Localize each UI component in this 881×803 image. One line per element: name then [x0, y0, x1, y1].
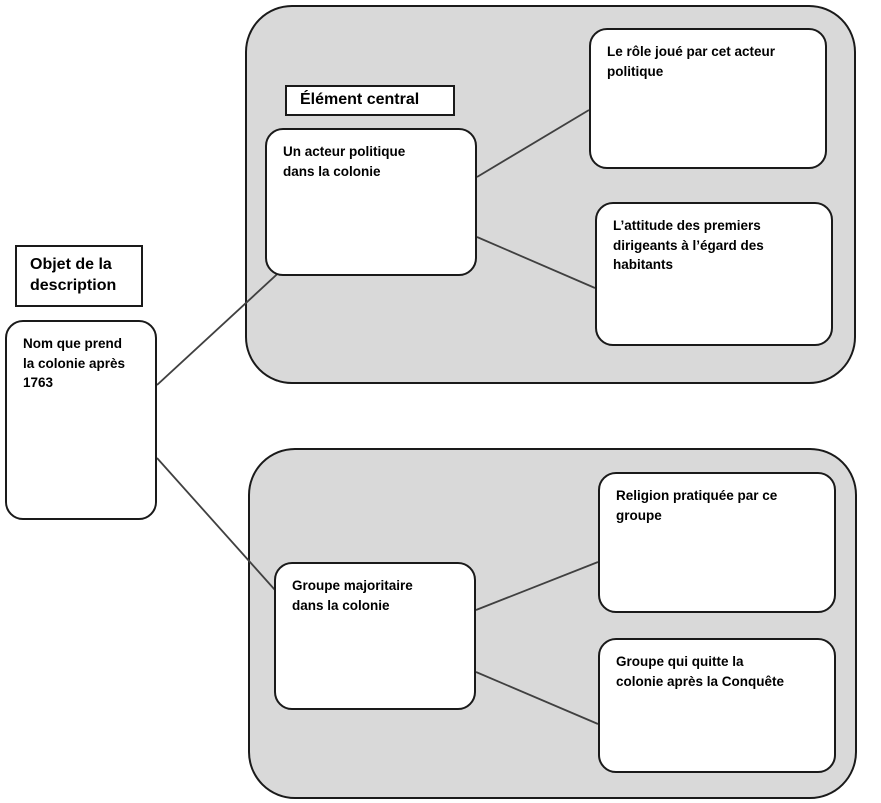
node-branch-bottom-a-text: Religion pratiquée par ce groupe	[616, 488, 778, 523]
node-branch-top-a-text: Le rôle joué par cet acteur politique	[607, 44, 776, 79]
node-central-bottom[interactable]: Groupe majoritaire dans la colonie	[274, 562, 476, 710]
central-element-label-box: Élément central	[285, 85, 455, 116]
connector-top-central-to-a	[476, 109, 590, 178]
node-central-bottom-text: Groupe majoritaire dans la colonie	[292, 578, 413, 613]
node-subject[interactable]: Nom que prend la colonie après 1763	[5, 320, 157, 520]
node-branch-bottom-b-text: Groupe qui quitte la colonie après la Co…	[616, 654, 785, 689]
node-branch-top-b[interactable]: L’attitude des premiers dirigeants à l’é…	[595, 202, 833, 346]
subject-label-box: Objet de la description	[15, 245, 143, 307]
central-element-label-text: Élément central	[300, 91, 420, 109]
node-branch-bottom-b[interactable]: Groupe qui quitte la colonie après la Co…	[598, 638, 836, 773]
connector-bottom-central-to-a	[475, 561, 599, 611]
connector-subject-to-top	[156, 253, 300, 386]
node-central-top-text: Un acteur politique dans la colonie	[283, 144, 406, 179]
node-subject-text: Nom que prend la colonie après 1763	[23, 336, 126, 391]
node-branch-top-a[interactable]: Le rôle joué par cet acteur politique	[589, 28, 827, 169]
node-branch-top-b-text: L’attitude des premiers dirigeants à l’é…	[613, 218, 764, 273]
connector-top-central-to-b	[476, 236, 596, 289]
subject-label-text: Objet de la description	[30, 256, 117, 294]
connector-bottom-central-to-b	[475, 671, 599, 725]
node-branch-bottom-a[interactable]: Religion pratiquée par ce groupe	[598, 472, 836, 613]
node-central-top[interactable]: Un acteur politique dans la colonie	[265, 128, 477, 276]
